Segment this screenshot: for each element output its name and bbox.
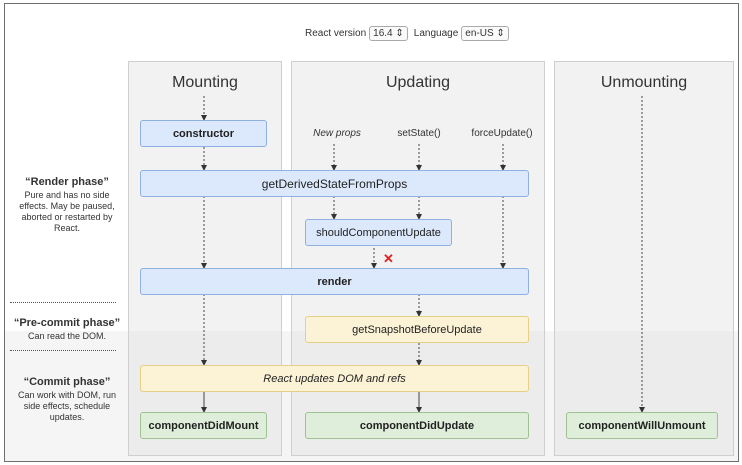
column-title-mounting: Mounting	[172, 74, 238, 91]
commit-phase-label: “Commit phase” Can work with DOM, run si…	[13, 376, 121, 423]
precommit-phase-label: “Pre-commit phase” Can read the DOM.	[13, 317, 121, 342]
trigger-set-state: setState()	[397, 128, 441, 139]
header-controls: React version 16.4 ⇕ Language en-US ⇕	[305, 26, 515, 41]
precommit-phase-title: “Pre-commit phase”	[13, 317, 121, 329]
column-unmounting: Unmounting	[554, 61, 734, 456]
method-should-component-update: shouldComponentUpdate	[305, 219, 452, 246]
precommit-phase-description: Can read the DOM.	[27, 331, 107, 341]
method-component-did-update: componentDidUpdate	[305, 412, 529, 439]
commit-area-background	[5, 331, 738, 461]
render-phase-description: Pure and has no side effects. May be pau…	[19, 190, 115, 233]
phase-separator	[10, 350, 116, 351]
trigger-new-props: New props	[313, 128, 361, 139]
trigger-force-update: forceUpdate()	[471, 128, 533, 139]
language-select[interactable]: en-US ⇕	[461, 26, 509, 41]
commit-phase-description: Can work with DOM, run side effects, sch…	[17, 390, 117, 422]
render-phase-title: “Render phase”	[25, 176, 109, 188]
method-component-will-unmount: componentWillUnmount	[566, 412, 718, 439]
x-icon: ✕	[383, 251, 394, 266]
method-render: render	[140, 268, 529, 295]
column-title-unmounting: Unmounting	[600, 74, 688, 91]
react-version-label: React version	[305, 28, 367, 39]
column-title-updating: Updating	[385, 74, 451, 91]
dom-update-step: React updates DOM and refs	[140, 365, 529, 392]
commit-phase-title: “Commit phase”	[23, 376, 111, 388]
phase-separator	[10, 302, 116, 303]
react-version-select[interactable]: 16.4 ⇕	[369, 26, 408, 41]
method-component-did-mount: componentDidMount	[140, 412, 267, 439]
render-phase-label: “Render phase” Pure and has no side effe…	[13, 176, 121, 234]
method-get-derived-state-from-props: getDerivedStateFromProps	[140, 170, 529, 197]
method-constructor: constructor	[140, 120, 267, 147]
lifecycle-diagram: React version 16.4 ⇕ Language en-US ⇕ Mo…	[4, 3, 739, 462]
method-get-snapshot-before-update: getSnapshotBeforeUpdate	[305, 316, 529, 343]
flow-arrows	[201, 96, 645, 413]
language-label: Language	[413, 28, 459, 39]
